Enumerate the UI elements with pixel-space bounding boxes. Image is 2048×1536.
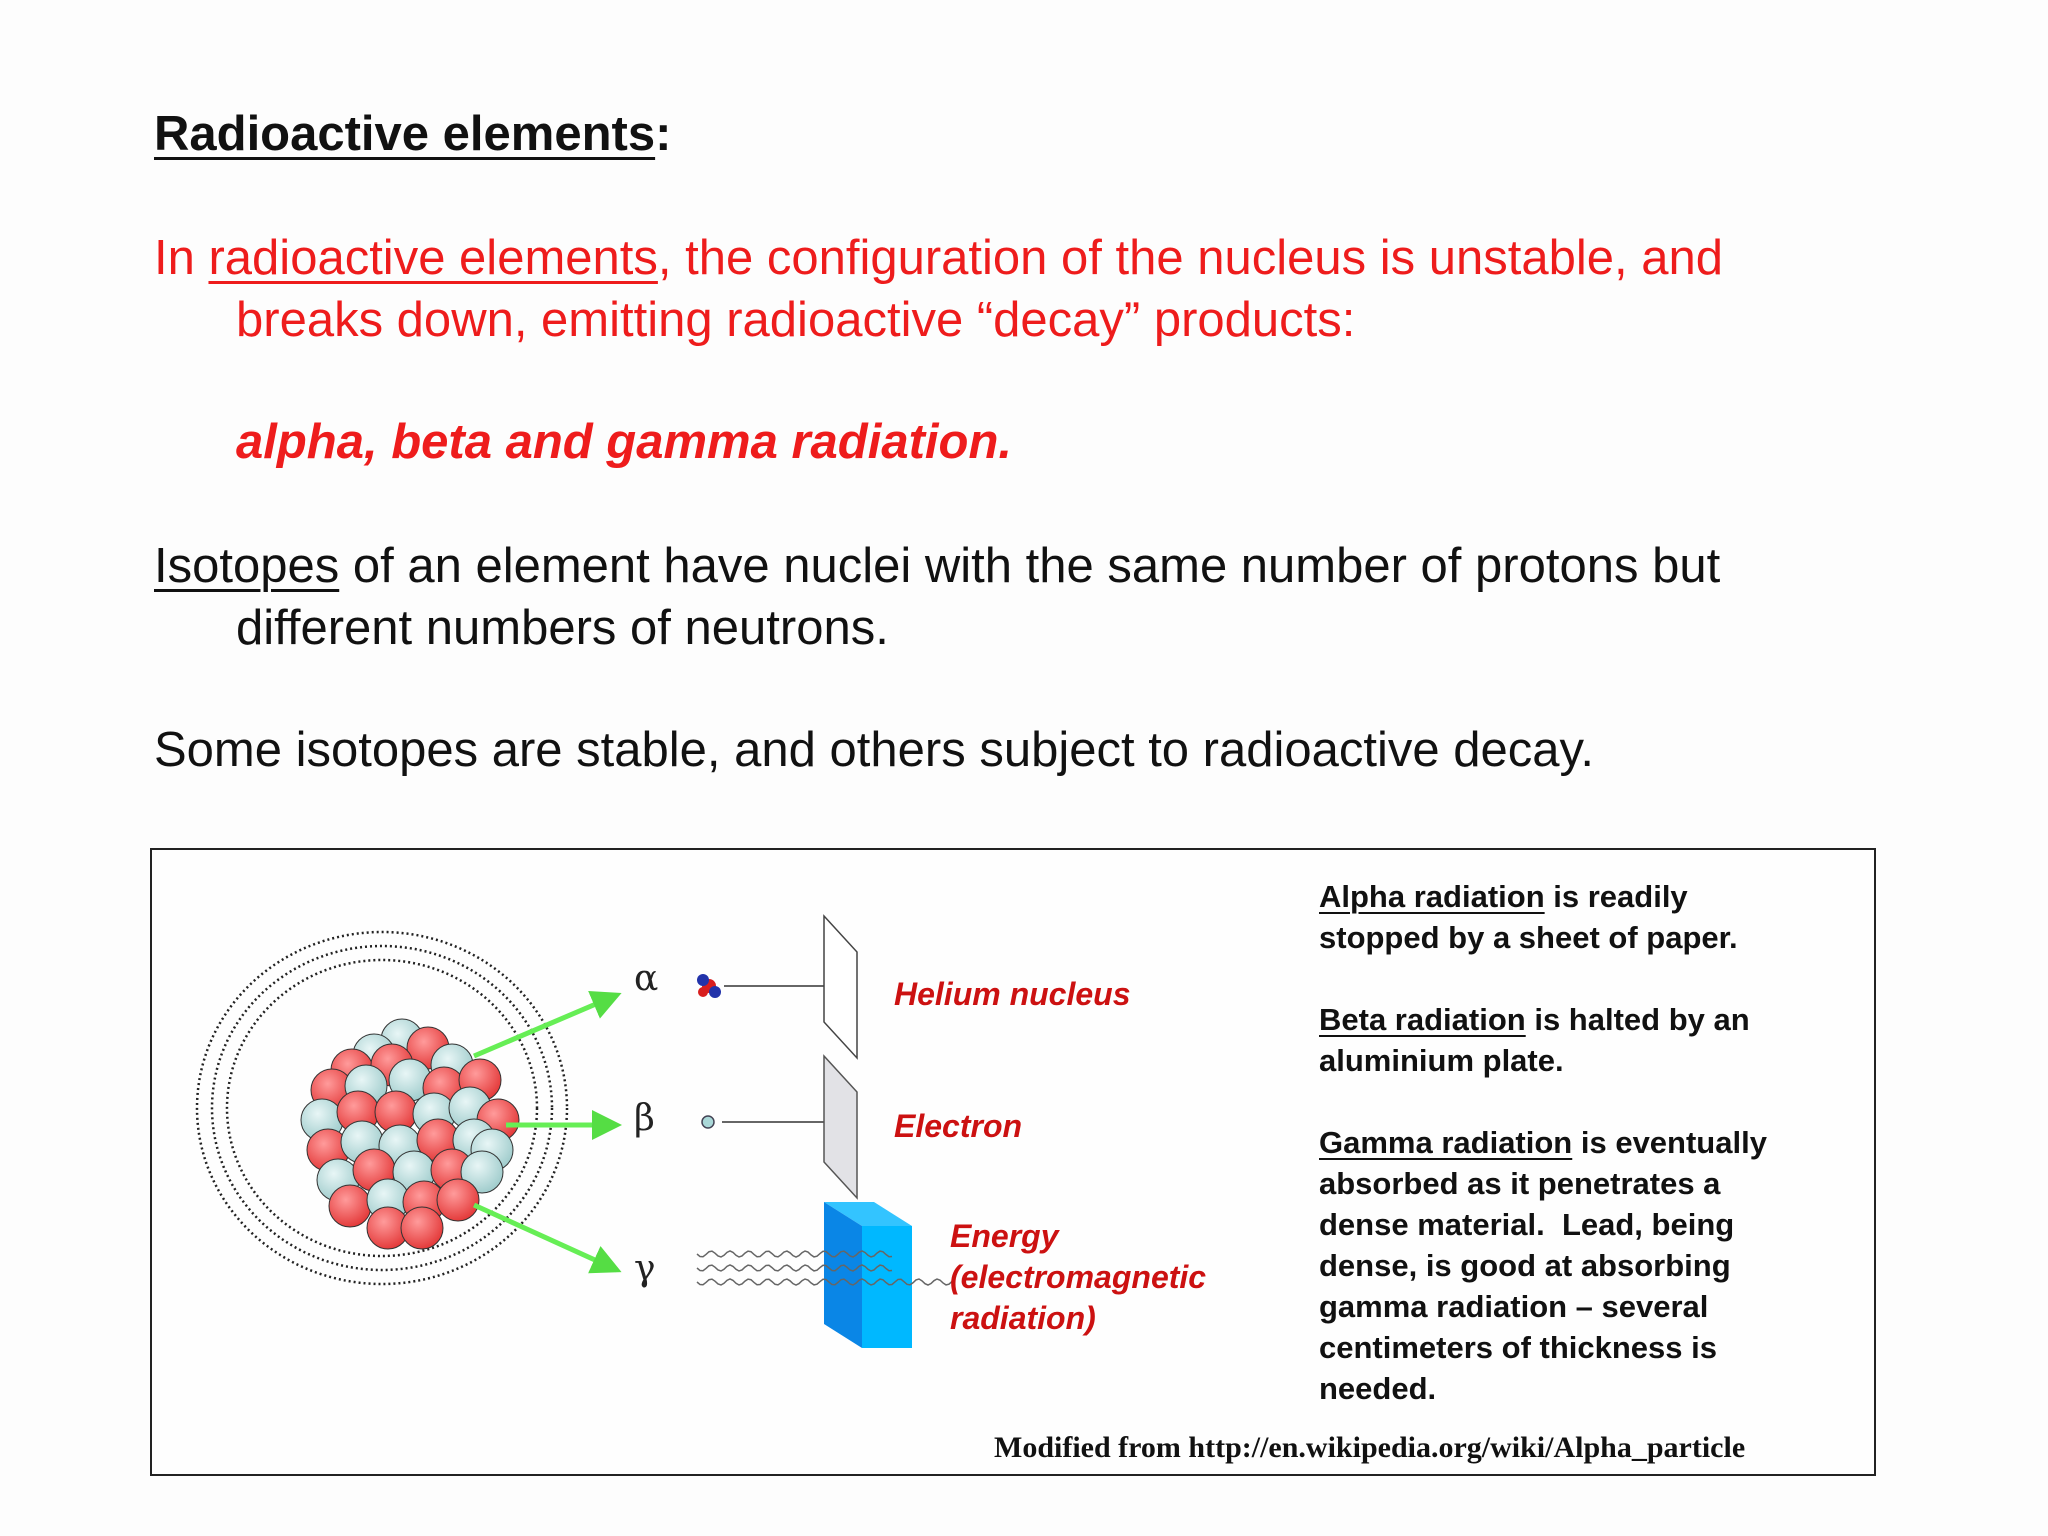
gamma-note-line4: dense, is good at absorbing [1319, 1245, 1767, 1286]
aluminium-plate-icon [824, 1056, 857, 1198]
gamma-note-rest1: is eventually [1572, 1125, 1767, 1160]
radiation-figure: α β γ Helium nucleus Electron Energy (el… [150, 848, 1876, 1476]
energy-label-line2: (electromagnetic [950, 1257, 1206, 1298]
alpha-note: Alpha radiation is readily stopped by a … [1319, 876, 1738, 958]
paragraph2-rest: of an element have nuclei with the same … [339, 539, 1720, 593]
gamma-note-line7: needed. [1319, 1368, 1767, 1409]
radioactive-elements-term: radioactive elements [208, 231, 657, 285]
gamma-radiation-term: Gamma radiation [1319, 1125, 1572, 1160]
paragraph-radioactive-line2: breaks down, emitting radioactive “decay… [236, 290, 1355, 350]
gamma-note-line5: gamma radiation – several [1319, 1286, 1767, 1327]
paragraph-isotopes-line1: Isotopes of an element have nuclei with … [154, 536, 1720, 596]
gamma-note-line3: dense material. Lead, being [1319, 1204, 1767, 1245]
radiation-types-emphasis: alpha, beta and gamma radiation. [236, 412, 1012, 472]
alpha-note-line2: stopped by a sheet of paper. [1319, 917, 1738, 958]
paragraph1-lead: In [154, 231, 208, 285]
beta-note-rest1: is halted by an [1526, 1002, 1750, 1037]
beta-note-line2: aluminium plate. [1319, 1040, 1750, 1081]
proton [401, 1207, 443, 1249]
gamma-note-line6: centimeters of thickness is [1319, 1327, 1767, 1368]
beta-symbol: β [634, 1098, 655, 1139]
isotopes-term: Isotopes [154, 539, 339, 593]
energy-label: Energy (electromagnetic radiation) [950, 1216, 1206, 1339]
heading-colon: : [655, 107, 671, 161]
energy-label-line1: Energy [950, 1216, 1206, 1257]
atomic-nucleus [301, 1019, 519, 1249]
image-credit: Modified from http://en.wikipedia.org/wi… [994, 1430, 1745, 1466]
proton [329, 1185, 371, 1227]
beta-radiation-term: Beta radiation [1319, 1002, 1526, 1037]
gamma-note: Gamma radiation is eventually absorbed a… [1319, 1122, 1767, 1409]
paragraph1-rest: , the configuration of the nucleus is un… [658, 231, 1723, 285]
alpha-note-rest1: is readily [1545, 879, 1688, 914]
alpha-symbol: α [634, 958, 658, 999]
paragraph-isotopes-line2: different numbers of neutrons. [236, 598, 889, 658]
helium-nucleus-label: Helium nucleus [894, 974, 1131, 1015]
lead-block-icon [824, 1202, 912, 1348]
heading-term: Radioactive elements [154, 107, 655, 161]
alpha-radiation-term: Alpha radiation [1319, 879, 1545, 914]
slide-heading: Radioactive elements: [154, 104, 671, 164]
electron-label: Electron [894, 1106, 1022, 1147]
gamma-note-line2: absorbed as it penetrates a [1319, 1163, 1767, 1204]
gamma-symbol: γ [634, 1248, 656, 1289]
gamma-arrow [474, 1205, 617, 1270]
helium-nucleus-icon [697, 974, 721, 998]
proton [437, 1179, 479, 1221]
electron-icon [702, 1116, 714, 1128]
energy-label-line3: radiation) [950, 1298, 1206, 1339]
paragraph-radioactive-line1: In radioactive elements, the configurati… [154, 228, 1723, 288]
beta-note: Beta radiation is halted by an aluminium… [1319, 999, 1750, 1081]
paper-sheet-icon [824, 916, 857, 1058]
paragraph-stability: Some isotopes are stable, and others sub… [154, 720, 1594, 780]
alpha-arrow [474, 995, 617, 1056]
